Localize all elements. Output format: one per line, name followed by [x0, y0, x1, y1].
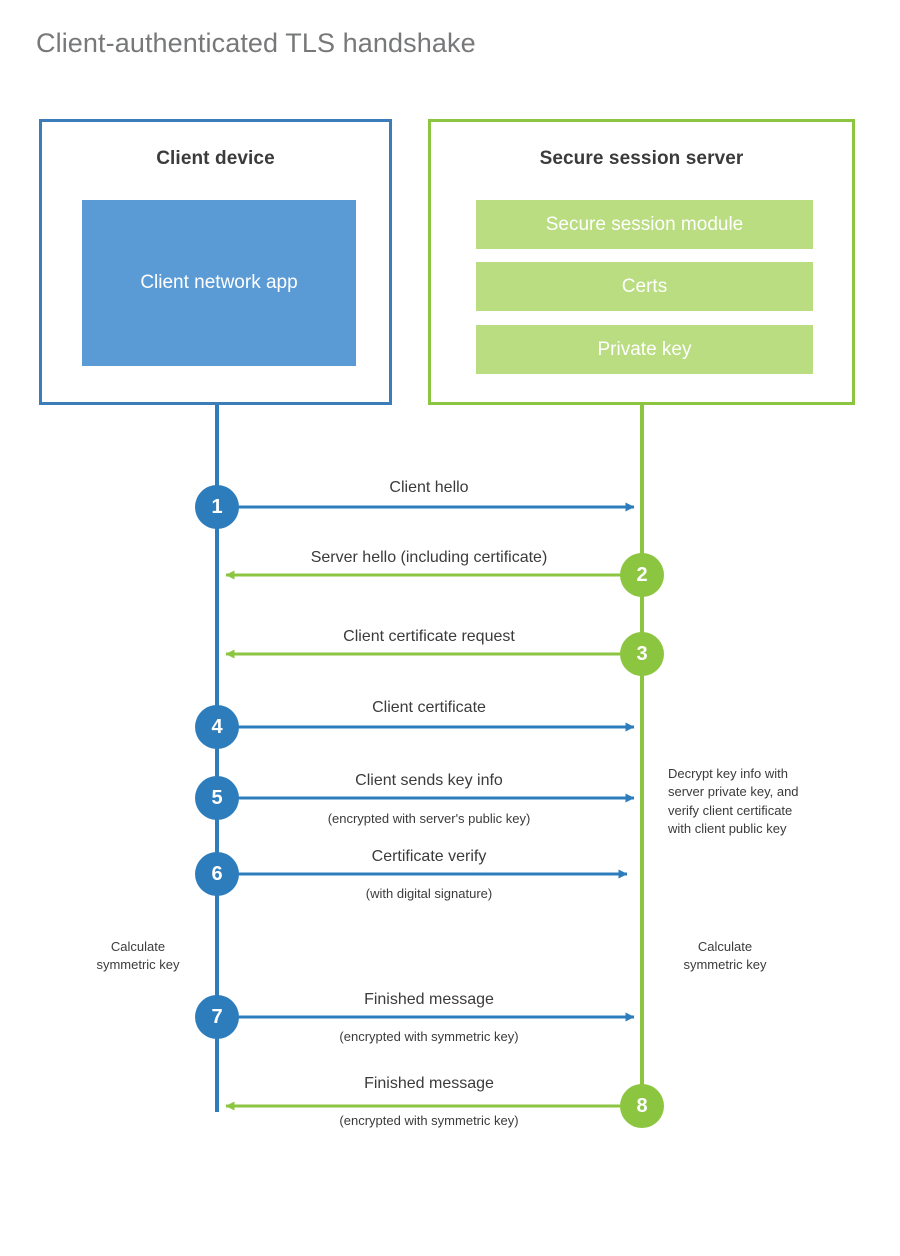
server-decrypt-note-line-1: Decrypt key info with — [668, 766, 788, 781]
secure-session-server-frame: Secure session server Secure session mod… — [428, 119, 855, 405]
message-sublabel-5: (encrypted with server's public key) — [327, 811, 531, 826]
server-calculate-key-line-1: Calculate — [697, 939, 753, 954]
server-calculate-key-note: Calculate symmetric key — [645, 938, 805, 975]
client-calculate-key-line-1: Calculate — [110, 939, 166, 954]
message-sublabel-7: (encrypted with symmetric key) — [339, 1029, 519, 1044]
step-badge-3[interactable]: 3 — [620, 632, 664, 676]
server-calculate-key-line-2: symmetric key — [683, 957, 767, 973]
certs-box: Certs — [476, 262, 813, 311]
step-badge-7[interactable]: 7 — [195, 995, 239, 1039]
message-label-5: Client sends key info — [355, 772, 503, 789]
message-label-1: Client hello — [389, 479, 469, 496]
message-label-2: Server hello (including certificate) — [310, 549, 548, 566]
server-decrypt-note-line-3: verify client certificate — [668, 802, 793, 818]
step-badge-2[interactable]: 2 — [620, 553, 664, 597]
message-sublabel-8: (encrypted with symmetric key) — [339, 1113, 519, 1128]
secure-session-server-title: Secure session server — [539, 148, 744, 169]
message-label-4: Client certificate — [372, 699, 486, 716]
step-badge-6[interactable]: 6 — [195, 852, 239, 896]
private-key-box: Private key — [476, 325, 813, 374]
message-label-3: Client certificate request — [343, 628, 515, 645]
message-label-6: Certificate verify — [371, 848, 487, 865]
server-decrypt-note-line-2: server private key, and — [668, 784, 799, 800]
step-badge-8[interactable]: 8 — [620, 1084, 664, 1128]
step-badge-4[interactable]: 4 — [195, 705, 239, 749]
step-badge-5[interactable]: 5 — [195, 776, 239, 820]
server-decrypt-note: Decrypt key info with server private key… — [668, 765, 838, 839]
client-device-frame: Client device Client network app — [39, 119, 392, 405]
page-title: Client-authenticated TLS handshake — [36, 28, 476, 58]
secure-session-module-box: Secure session module — [476, 200, 813, 249]
message-label-8: Finished message — [364, 1075, 494, 1092]
server-decrypt-note-line-4: with client public key — [668, 821, 787, 837]
message-sublabel-6: (with digital signature) — [365, 886, 493, 901]
message-label-7: Finished message — [364, 991, 494, 1008]
client-network-app-box: Client network app — [82, 200, 356, 366]
client-device-title: Client device — [156, 148, 275, 169]
client-calculate-key-line-2: symmetric key — [96, 957, 180, 973]
client-calculate-key-note: Calculate symmetric key — [63, 938, 213, 975]
step-badge-1[interactable]: 1 — [195, 485, 239, 529]
